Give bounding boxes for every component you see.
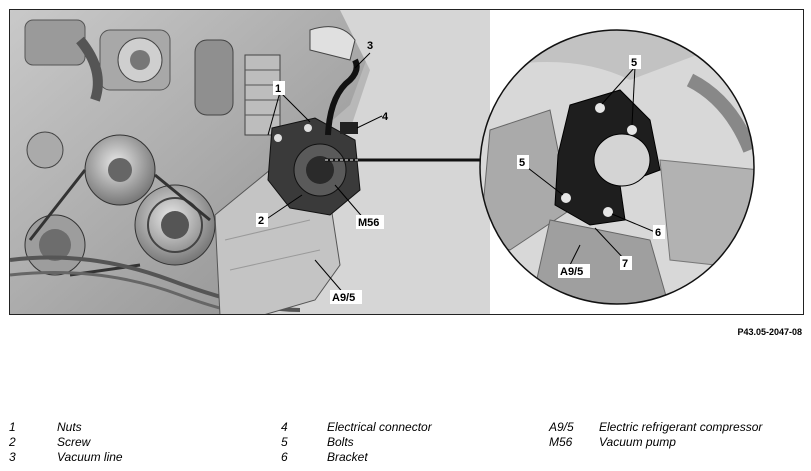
legend: 1 Nuts 2 Screw 3 Vacuum line 4 Electrica…: [9, 420, 804, 468]
detail-callout-7: 7: [622, 258, 628, 270]
electrical-connector: [340, 122, 358, 134]
legend-code-6: 6: [281, 450, 288, 464]
detail-callout-a9-5: A9/5: [560, 266, 583, 278]
legend-text-3: Vacuum line: [57, 450, 123, 464]
legend-code-4: 4: [281, 420, 288, 434]
callout-2: 2: [258, 215, 264, 227]
engine-drawing: 1 2 3 4 M56 A9/5 5 5 6 7 A9/5: [10, 10, 755, 314]
legend-text-6: Bracket: [327, 450, 368, 464]
figure-id: P43.05-2047-08: [737, 327, 802, 337]
detail-callout-5-top: 5: [631, 57, 637, 69]
legend-code-1: 1: [9, 420, 16, 434]
legend-code-5: 5: [281, 435, 288, 449]
detail-callout-5-left: 5: [519, 157, 525, 169]
legend-text-m56: Vacuum pump: [599, 435, 676, 449]
detail-callout-6: 6: [655, 227, 661, 239]
callout-3: 3: [367, 40, 373, 52]
callout-a9-5: A9/5: [332, 292, 355, 304]
legend-code-a9-5: A9/5: [549, 420, 574, 434]
legend-text-a9-5: Electric refrigerant compressor: [599, 420, 763, 434]
legend-code-m56: M56: [549, 435, 573, 449]
callout-4: 4: [382, 111, 389, 123]
legend-text-5: Bolts: [327, 435, 354, 449]
legend-code-3: 3: [9, 450, 16, 464]
engine-illustration: 1 2 3 4 M56 A9/5 5 5 6 7 A9/5: [9, 9, 804, 315]
legend-text-1: Nuts: [57, 420, 82, 434]
callout-1: 1: [275, 83, 281, 95]
callout-m56: M56: [358, 217, 379, 229]
legend-text-2: Screw: [57, 435, 91, 449]
legend-code-2: 2: [9, 435, 16, 449]
legend-text-4: Electrical connector: [327, 420, 432, 434]
